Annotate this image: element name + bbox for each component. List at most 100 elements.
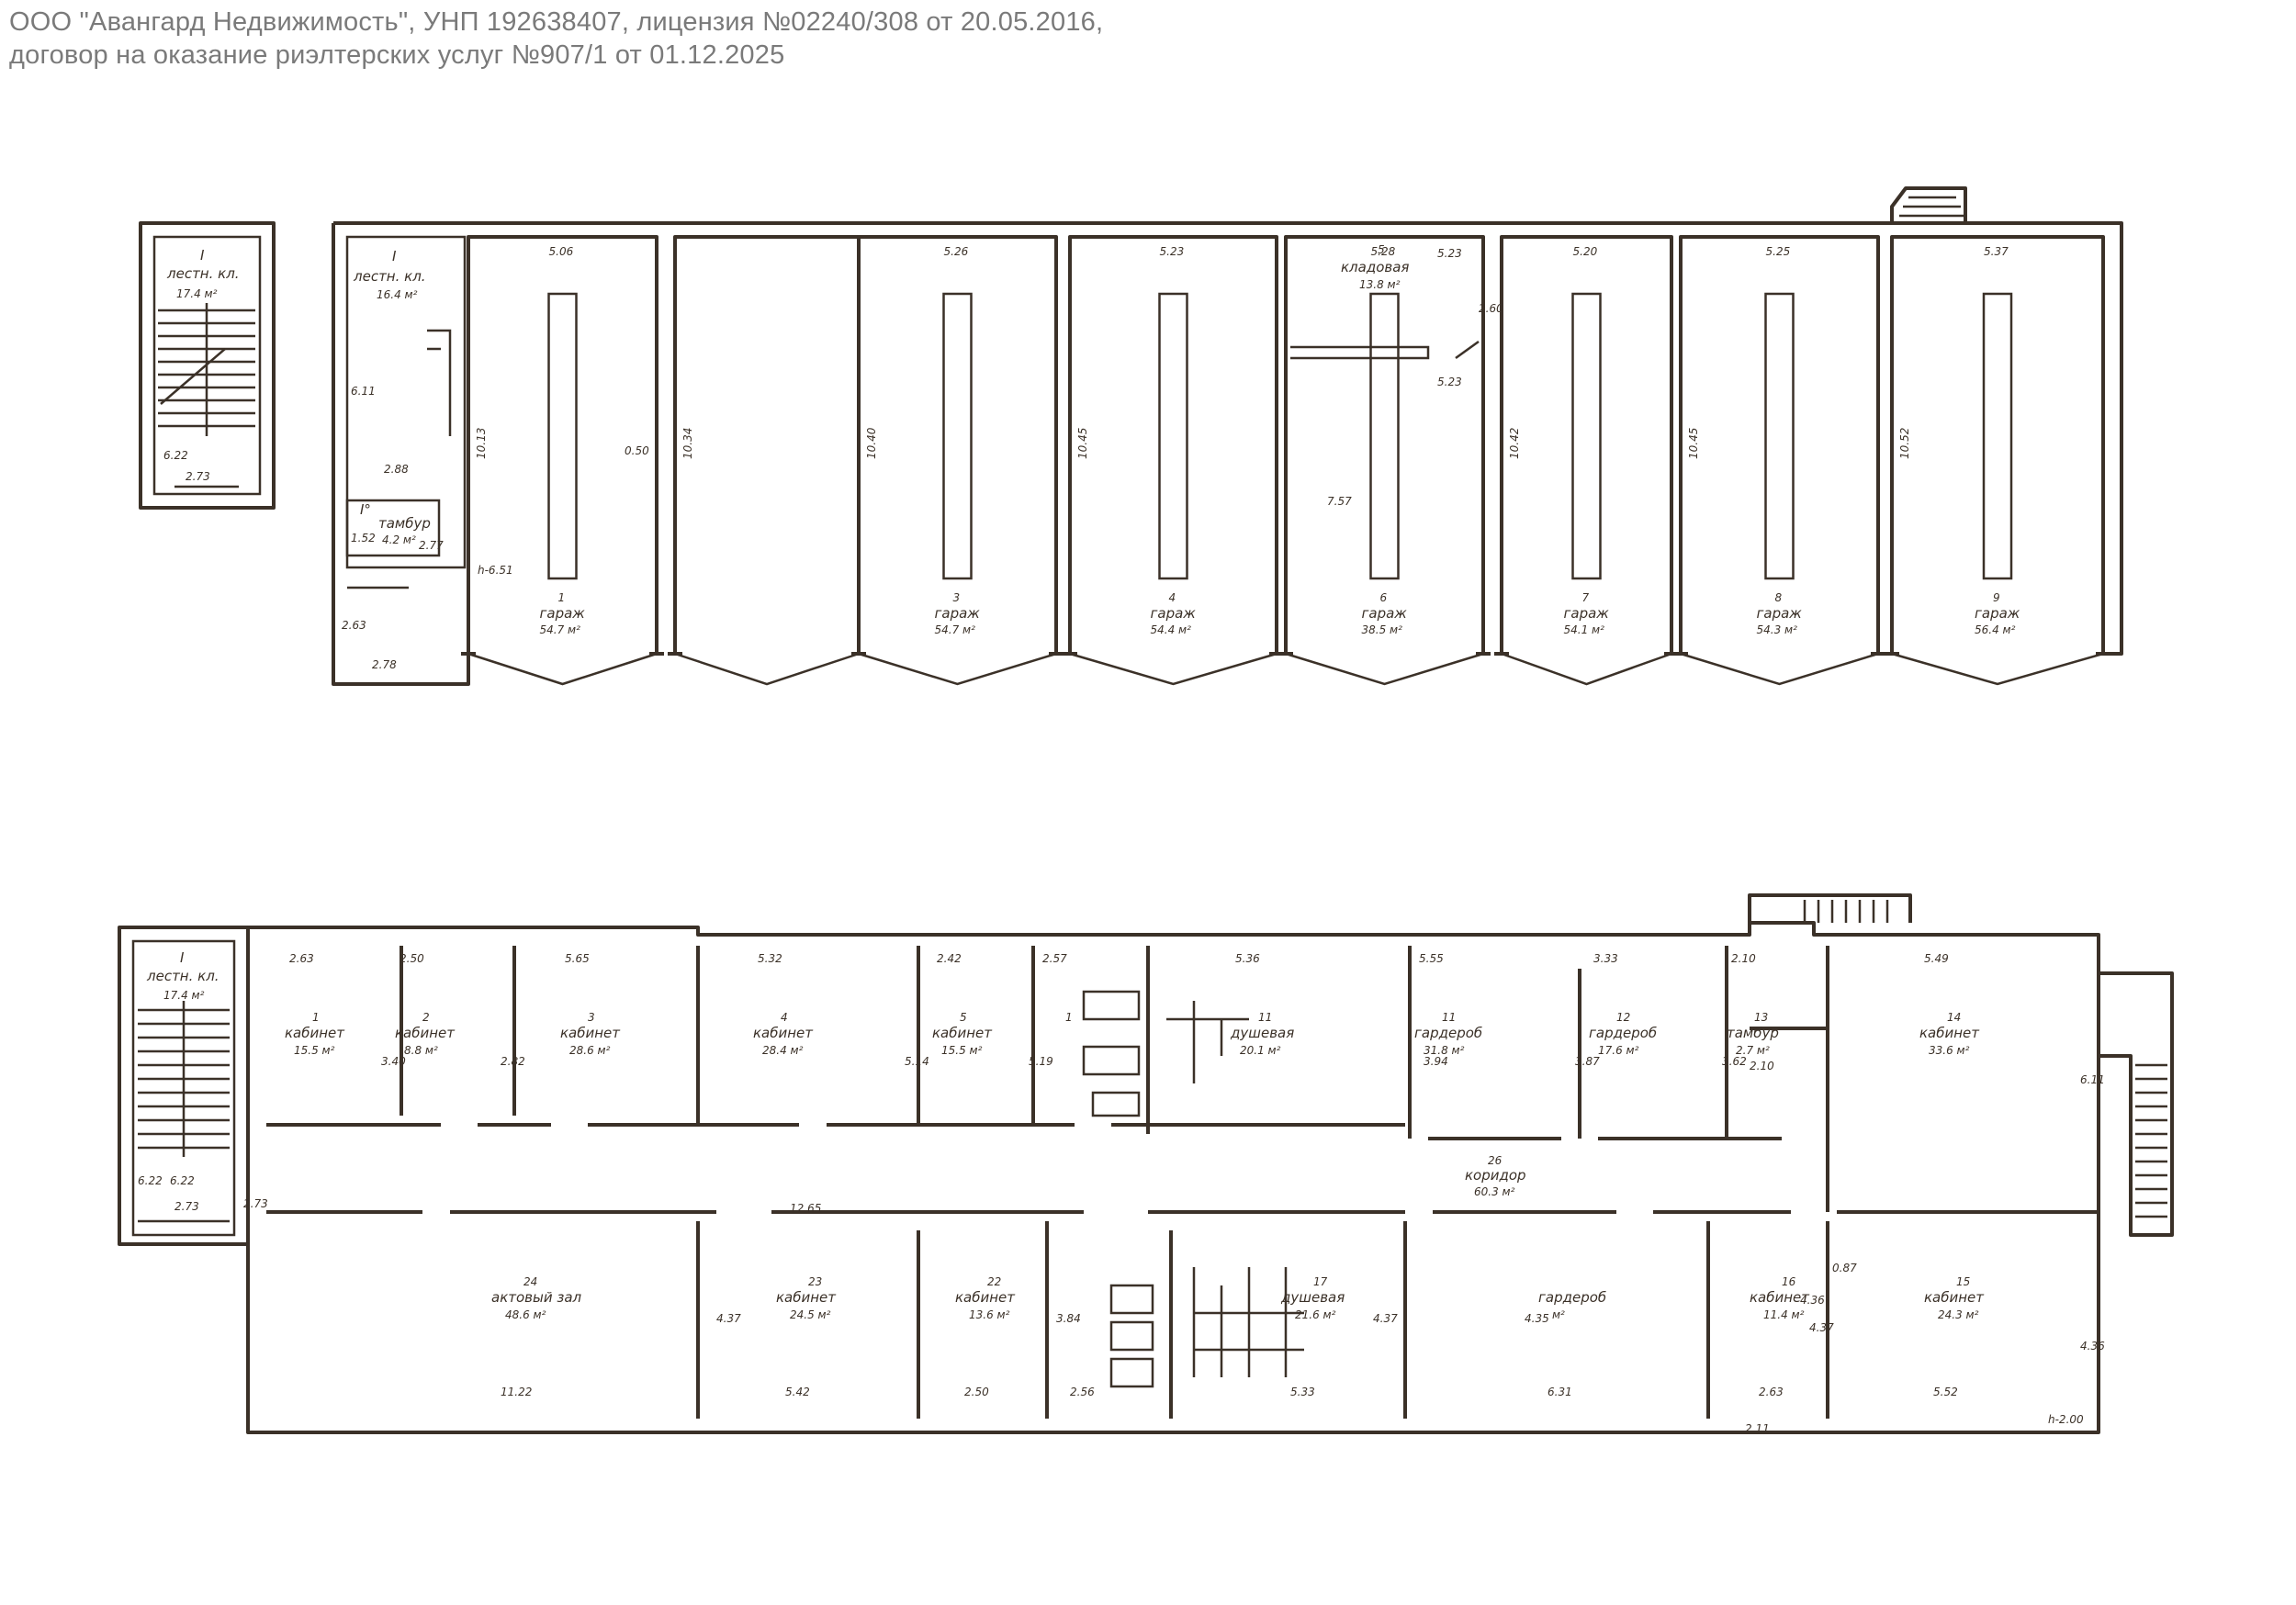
stairwell-1-width: 2.73: [186, 470, 210, 483]
room-name: тамбур: [1727, 1025, 1779, 1041]
corridor-name: коридор: [1465, 1167, 1526, 1184]
tambour-name: тамбур: [378, 515, 431, 532]
misc-dim: 4.37: [716, 1312, 741, 1325]
vestibule-name: лестн. кл.: [353, 268, 426, 285]
room-area: 28.4 м²: [762, 1044, 804, 1057]
garage-width: 5.28: [1371, 245, 1396, 258]
room-area: 2.7 м²: [1736, 1044, 1770, 1057]
room-name: кабинет: [560, 1025, 621, 1041]
garage-name: гараж: [1564, 605, 1610, 622]
misc-dim: 4.36: [1800, 1294, 1825, 1307]
room-num: 14: [1947, 1011, 1961, 1024]
tambour-area: 4.2 м²: [382, 533, 416, 546]
storage-room: 5 кладовая 13.8 м² 5.23 5.23 2.60: [1290, 243, 1503, 388]
garage-num: 3: [953, 591, 961, 604]
vestibule-area: 16.4 м²: [377, 288, 418, 301]
garage-num: 7: [1582, 591, 1590, 604]
entry-height: 2.63: [342, 619, 366, 632]
garage-area: 54.3 м²: [1757, 623, 1798, 636]
room-area: 31.8 м²: [1424, 1044, 1465, 1057]
room-area: 33.6 м²: [1929, 1044, 1970, 1057]
garage-height: 10.45: [1076, 428, 1089, 459]
room-name: кабинет: [753, 1025, 814, 1041]
room-name: гардероб: [1589, 1025, 1657, 1041]
misc-dim: 3.62: [1722, 1055, 1747, 1068]
garage-width: 5.20: [1573, 245, 1598, 258]
room-dim: 2.63: [1759, 1386, 1784, 1398]
entry-width: 2.78: [372, 658, 397, 671]
garage-num: 8: [1775, 591, 1783, 604]
room-name: кабинет: [776, 1289, 837, 1306]
f2-stair-num: I: [180, 949, 185, 966]
room-name: актовый зал: [491, 1289, 582, 1306]
misc-dim: 12.65: [790, 1202, 821, 1215]
garage-height: 10.13: [475, 428, 488, 459]
misc-dim: 2.10: [1750, 1060, 1774, 1072]
room-area: м²: [1552, 1308, 1565, 1321]
stairwell-1-area: 17.4 м²: [176, 287, 218, 300]
room-area: 13.6 м²: [969, 1308, 1010, 1321]
garage-area: 54.4 м²: [1151, 623, 1192, 636]
tambour-num: I°: [360, 501, 371, 518]
storage-num: 5: [1378, 243, 1385, 256]
room-name: гардероб: [1414, 1025, 1482, 1041]
garage-name: гараж: [1362, 605, 1408, 622]
misc-dim: 3.84: [1056, 1312, 1081, 1325]
misc-dim: 6.22: [170, 1174, 195, 1187]
f2-stair-w: 2.73: [174, 1200, 199, 1213]
garage-name: гараж: [1151, 605, 1197, 622]
room-area: 24.5 м²: [790, 1308, 831, 1321]
garage-height: 10.45: [1687, 428, 1700, 459]
garage-area: 56.4 м²: [1975, 623, 2016, 636]
header-line-1: ООО "Авангард Недвижимость", УНП 1926384…: [9, 7, 1104, 37]
height-mark: h-6.51: [478, 564, 513, 577]
misc-dim-c: 2.60: [1479, 302, 1503, 315]
tambour-dim-b: 2.77: [419, 539, 444, 552]
storage-area: 13.8 м²: [1359, 278, 1401, 291]
garage-area: 38.5 м²: [1362, 623, 1403, 636]
corridor-area: 60.3 м²: [1474, 1185, 1515, 1198]
storage-name: кладовая: [1341, 259, 1409, 275]
sanitary-fixtures: [1082, 990, 1304, 1388]
room-dim: 2.63: [289, 952, 314, 965]
room-num: 1: [312, 1011, 320, 1024]
garage-height: 10.42: [1508, 428, 1521, 459]
misc-dim: 4.35: [1525, 1312, 1549, 1325]
misc-dim: h-2.00: [2048, 1413, 2084, 1426]
room-num: 17: [1313, 1275, 1328, 1288]
room-area: 15.5 м²: [294, 1044, 335, 1057]
room-dim: 3.33: [1593, 952, 1618, 965]
garage-height: 10.40: [865, 427, 878, 459]
floor-2-plan: I лестн. кл. 17.4 м² 2.73 6.22: [118, 893, 2174, 1435]
misc-dim: 3.40: [381, 1055, 406, 1068]
garage-height: 10.34: [681, 428, 694, 459]
room-dim: 2.50: [400, 952, 424, 965]
room-area: 15.5 м²: [941, 1044, 983, 1057]
room-name: кабинет: [395, 1025, 456, 1041]
misc-dim-e: 7.57: [1327, 495, 1352, 508]
room-num: 12: [1616, 1011, 1630, 1024]
room-num: 5: [960, 1011, 967, 1024]
room-dim: 5.52: [1933, 1386, 1958, 1398]
room-name: кабинет: [1750, 1289, 1810, 1306]
garage-num: 6: [1380, 591, 1388, 604]
stairwell-1-height: 6.22: [163, 449, 188, 462]
f2-room-bottom: 2.56: [1070, 1386, 1095, 1398]
garage-area: 54.7 м²: [540, 623, 581, 636]
room-num: 3: [588, 1011, 595, 1024]
floor-1-plan: I лестн. кл. 17.4 м² 2.73 6.22 I лестн. …: [139, 186, 2123, 686]
misc-dim: 5.14: [905, 1055, 929, 1068]
misc-dim-d: 0.50: [625, 444, 649, 457]
